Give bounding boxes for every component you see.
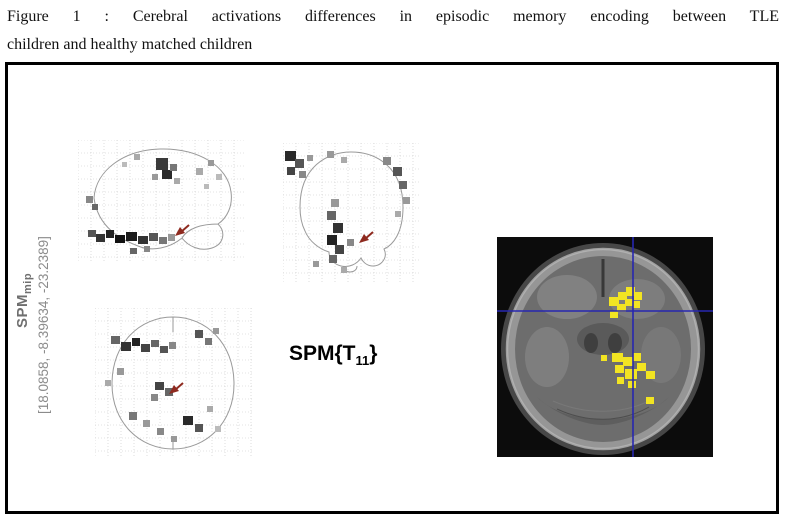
spm-mip-label: SPMmip [14, 273, 34, 328]
figure-caption-line-1: Figure 1 : Cerebral activations differen… [7, 8, 779, 25]
brain-outline-sagittal [93, 148, 232, 250]
temporal-lobe-left [525, 327, 569, 387]
stat-suffix: } [369, 342, 378, 365]
crosshair [497, 237, 713, 457]
glass-brain-axial-panel [95, 308, 252, 458]
activation-blobs-coronal [285, 151, 410, 273]
activation-blobs-axial [105, 328, 221, 442]
cerebellum-folia [552, 398, 654, 412]
glass-brain-axial [95, 308, 252, 458]
voxel-arrow-icon [175, 224, 190, 236]
spm-mip-subscript: mip [22, 272, 34, 294]
spm-mip-prefix: SPM [14, 293, 31, 328]
temporal-lobe-right [641, 327, 681, 383]
frontal-lobe-left [537, 275, 597, 319]
glass-brain-coronal [283, 143, 420, 282]
skull-rim [505, 247, 701, 451]
ventricle-right [608, 333, 622, 353]
cerebellum-folia [556, 406, 650, 420]
ventricle-left [584, 333, 598, 353]
glass-brain-coronal-panel [283, 143, 420, 282]
activation-blobs-sagittal [86, 154, 222, 254]
glass-brain-sagittal-panel [78, 140, 246, 262]
brain-outline-coronal [299, 151, 404, 273]
stat-prefix: SPM{T [289, 342, 356, 365]
mri-axial-slice [497, 237, 713, 457]
voxel-arrow-icon [169, 382, 184, 394]
voxel-coordinates-label: [18.0858, -8.39634, -23.2389] [36, 236, 51, 414]
voxel-arrow-icon [359, 231, 374, 243]
mri-axial-slice-panel [497, 237, 713, 457]
stat-df-subscript: 11 [355, 353, 370, 369]
spm-t-statistic-label: SPM{T11} [289, 342, 377, 368]
activation-overlay [601, 287, 655, 404]
glass-brain-sagittal [78, 140, 246, 262]
figure-caption-line-2: children and healthy matched children [7, 36, 253, 53]
